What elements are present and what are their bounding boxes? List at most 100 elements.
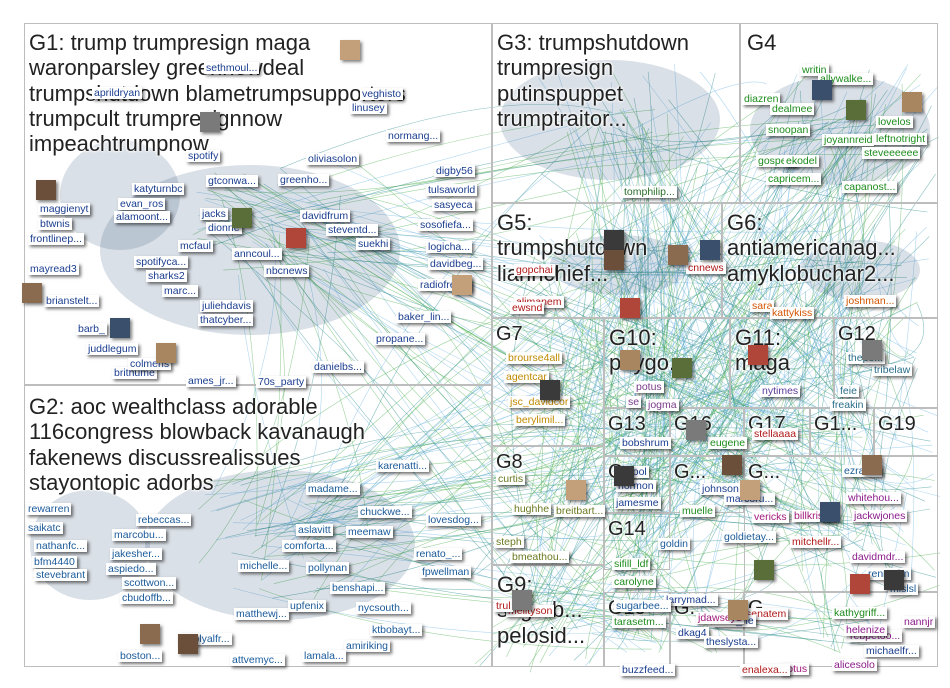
vertex-label[interactable]: nytimes [760, 385, 801, 397]
vertex-label[interactable]: tulsaworld [426, 184, 478, 196]
profile-avatar[interactable] [566, 480, 586, 500]
vertex-label[interactable]: meemaw [346, 526, 393, 538]
vertex-label[interactable]: lovesdog... [426, 514, 481, 526]
vertex-label[interactable]: alicesolo [832, 659, 877, 671]
vertex-label[interactable]: marcobu... [112, 529, 166, 541]
profile-avatar[interactable] [232, 208, 252, 228]
vertex-label[interactable]: curtis [496, 473, 526, 485]
vertex-label[interactable]: steph [494, 536, 524, 548]
vertex-label[interactable]: carolyne [612, 576, 656, 588]
vertex-label[interactable]: davidbeg... [428, 258, 484, 270]
vertex-label[interactable]: tomphilip... [622, 186, 677, 198]
vertex-label[interactable]: boston... [118, 650, 163, 662]
vertex-label[interactable]: baker_lin... [396, 311, 452, 323]
vertex-label[interactable]: stellaaaa [752, 428, 799, 440]
profile-avatar[interactable] [140, 624, 160, 644]
vertex-label[interactable]: feie [838, 385, 859, 397]
vertex-label[interactable]: veghisto [360, 88, 404, 100]
profile-avatar[interactable] [728, 600, 748, 620]
vertex-label[interactable]: linusey [350, 102, 387, 114]
vertex-label[interactable]: cbudoffb... [120, 592, 173, 604]
vertex-label[interactable]: sifill_ldf [612, 558, 651, 570]
vertex-label[interactable]: davidmdr... [850, 551, 906, 563]
vertex-label[interactable]: sara [750, 300, 775, 312]
vertex-label[interactable]: ames_jr... [186, 375, 236, 387]
vertex-label[interactable]: rebeccas... [136, 514, 192, 526]
profile-avatar[interactable] [672, 358, 692, 378]
vertex-label[interactable]: pollynan [306, 562, 350, 574]
vertex-label[interactable]: whitehou... [846, 492, 901, 504]
vertex-label[interactable]: muelle [680, 505, 715, 517]
vertex-label[interactable]: joyannreid [822, 134, 875, 146]
profile-avatar[interactable] [740, 480, 760, 500]
vertex-label[interactable]: matthewj... [234, 608, 289, 620]
vertex-label[interactable]: kathygriff... [832, 607, 888, 619]
profile-avatar[interactable] [884, 570, 904, 590]
vertex-label[interactable]: spotify [186, 150, 221, 162]
profile-avatar[interactable] [754, 560, 774, 580]
profile-avatar[interactable] [812, 80, 832, 100]
vertex-label[interactable]: steventd... [326, 224, 379, 236]
vertex-label[interactable]: bobshrum [620, 437, 671, 449]
profile-avatar[interactable] [178, 634, 198, 654]
vertex-label[interactable]: capanost... [842, 181, 898, 193]
vertex-label[interactable]: brithume [112, 367, 157, 379]
vertex-label[interactable]: tribelaw [872, 364, 913, 376]
vertex-label[interactable]: stevebrant [34, 569, 88, 581]
vertex-label[interactable]: thatcyber... [198, 314, 254, 326]
profile-avatar[interactable] [604, 230, 624, 250]
vertex-label[interactable]: upfenix [288, 600, 326, 612]
vertex-label[interactable]: mcfaul [178, 240, 213, 252]
profile-avatar[interactable] [850, 574, 870, 594]
vertex-label[interactable]: ekodel [784, 155, 819, 167]
profile-avatar[interactable] [200, 112, 220, 132]
vertex-label[interactable]: jacks [200, 208, 228, 220]
profile-avatar[interactable] [862, 455, 882, 475]
vertex-label[interactable]: lovelos [876, 116, 913, 128]
profile-avatar[interactable] [110, 318, 130, 338]
profile-avatar[interactable] [22, 283, 42, 303]
profile-avatar[interactable] [748, 345, 768, 365]
profile-avatar[interactable] [286, 228, 306, 248]
vertex-label[interactable]: greenho... [278, 174, 330, 186]
vertex-label[interactable]: aspiedo... [106, 563, 156, 575]
vertex-label[interactable]: michelle... [238, 560, 290, 572]
vertex-label[interactable]: freakin [830, 399, 866, 411]
profile-avatar[interactable] [604, 250, 624, 270]
vertex-label[interactable]: jogma [646, 399, 679, 411]
vertex-label[interactable]: jamesme [614, 497, 661, 509]
vertex-label[interactable]: renato_... [414, 548, 463, 560]
vertex-label[interactable]: danielbs... [312, 361, 364, 373]
vertex-label[interactable]: steveeeeee [862, 147, 921, 159]
vertex-label[interactable]: digby56 [434, 165, 475, 177]
vertex-label[interactable]: brourse4all [506, 352, 562, 364]
vertex-label[interactable]: brianstelt... [44, 295, 100, 307]
vertex-label[interactable]: hughhe [512, 503, 552, 515]
profile-avatar[interactable] [902, 92, 922, 112]
vertex-label[interactable]: lamala... [302, 650, 346, 662]
vertex-label[interactable]: logicha... [426, 241, 473, 253]
vertex-label[interactable]: michaelfr... [864, 645, 919, 657]
vertex-label[interactable]: ktbobayt... [370, 624, 423, 636]
vertex-label[interactable]: attvemyc... [230, 654, 285, 666]
vertex-label[interactable]: sasyeca [432, 199, 475, 211]
vertex-label[interactable]: snoopan [766, 124, 811, 136]
vertex-label[interactable]: alamoont... [114, 211, 170, 223]
vertex-label[interactable]: bfm4440 [32, 556, 77, 568]
profile-avatar[interactable] [614, 466, 634, 486]
profile-avatar[interactable] [512, 590, 532, 610]
vertex-label[interactable]: breitbart... [554, 505, 606, 517]
vertex-label[interactable]: aprildryan [92, 87, 143, 99]
vertex-label[interactable]: anncoul... [232, 248, 282, 260]
profile-avatar[interactable] [846, 100, 866, 120]
vertex-label[interactable]: evan_ros [118, 198, 166, 210]
vertex-label[interactable]: enalexa... [740, 664, 790, 676]
vertex-label[interactable]: potus [634, 381, 664, 393]
vertex-label[interactable]: maggienyt [38, 203, 91, 215]
vertex-label[interactable]: capricem... [766, 173, 822, 185]
vertex-label[interactable]: juliehdavis [200, 300, 254, 312]
vertex-label[interactable]: madame... [306, 483, 360, 495]
vertex-label[interactable]: diazren [742, 93, 781, 105]
vertex-label[interactable]: jakesher... [110, 548, 162, 560]
vertex-label[interactable]: se [626, 396, 642, 408]
